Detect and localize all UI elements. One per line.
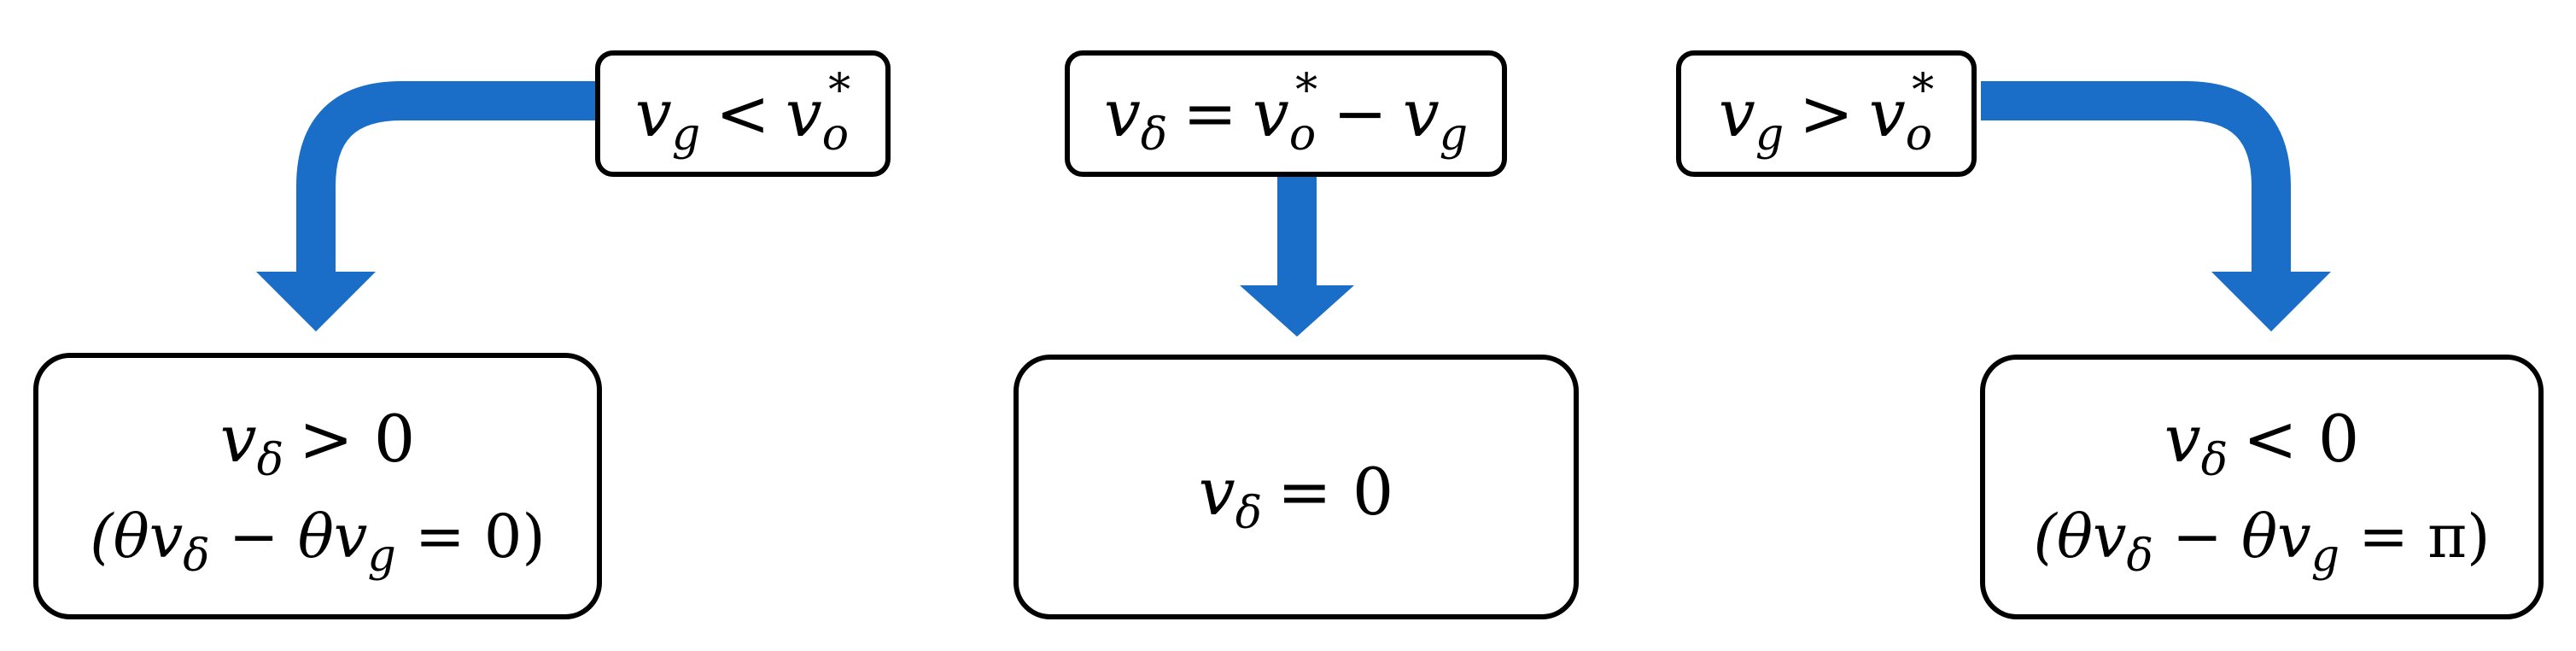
middle-branch-arrow [1277, 171, 1317, 285]
left-arrowhead [256, 272, 376, 331]
center-equation-box [1065, 50, 1507, 177]
result-middle-box [1013, 355, 1579, 619]
center-equation-text: vδ=vo*−vg [1104, 65, 1468, 161]
result-right-line1: vδ< 0 [2164, 401, 2359, 486]
condition-vg-greater-than-vo: vg>vo* [1676, 50, 1977, 177]
center-equation: vδ=vo*−vg [1065, 50, 1507, 177]
result-middle-text: vδ= 0 [1199, 454, 1393, 539]
left-branch-arrow [296, 81, 598, 272]
result-left-line1: vδ> 0 [220, 401, 415, 486]
result-right-box [1980, 355, 2544, 619]
condition-left-text: vg<vo* [635, 65, 850, 161]
result-left-box [33, 353, 602, 619]
condition-right-box [1676, 50, 1977, 177]
right-branch-arrow [1981, 81, 2291, 272]
condition-left-box [595, 50, 891, 177]
result-right-line2: (θvδ − θvg = π) [2034, 501, 2491, 582]
result-middle: vδ= 0 [1013, 355, 1579, 619]
result-right: vδ< 0 (θvδ − θvg = π) [1980, 355, 2544, 619]
condition-right-text: vg>vo* [1719, 65, 1934, 161]
flow-arrows [256, 81, 2331, 337]
right-arrowhead [2211, 272, 2331, 331]
condition-vg-less-than-vo: vg<vo* [595, 50, 891, 177]
result-left: vδ> 0 (θvδ − θvg = 0) [33, 353, 602, 619]
result-left-line2: (θvδ − θvg = 0) [90, 501, 545, 582]
middle-arrowhead [1240, 285, 1354, 337]
